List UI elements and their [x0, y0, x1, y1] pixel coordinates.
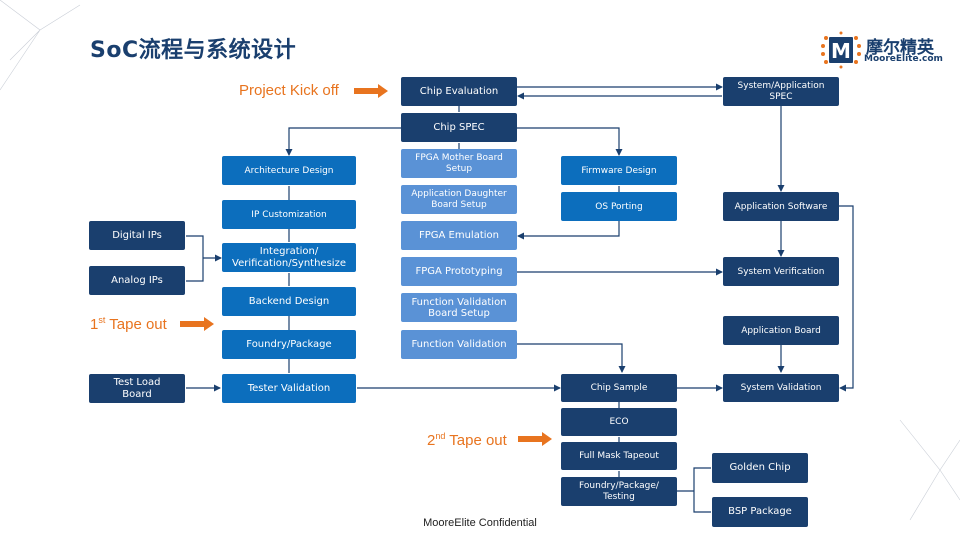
- node-application-software[interactable]: Application Software: [723, 192, 839, 221]
- node-app-daughter-board[interactable]: Application Daughter Board Setup: [401, 185, 517, 214]
- node-firmware-design[interactable]: Firmware Design: [561, 156, 677, 185]
- logo-brand: 摩尔精英: [866, 38, 934, 58]
- connector-ips-to-integration: [186, 235, 221, 282]
- logo-mark-letter: M: [831, 39, 851, 63]
- node-bsp-package[interactable]: BSP Package: [712, 497, 808, 527]
- node-function-validation-board[interactable]: Function Validation Board Setup: [401, 293, 517, 322]
- node-fpga-mother-board[interactable]: FPGA Mother Board Setup: [401, 149, 517, 178]
- node-system-spec[interactable]: System/Application SPEC: [723, 77, 839, 106]
- page-title: SoC流程与系统设计: [90, 38, 297, 63]
- connector-foundry-to-outputs: [677, 467, 711, 513]
- connector-chipspec-right: [517, 127, 623, 156]
- node-system-validation[interactable]: System Validation: [723, 374, 839, 402]
- node-golden-chip[interactable]: Golden Chip: [712, 453, 808, 483]
- node-digital-ips[interactable]: Digital IPs: [89, 221, 185, 250]
- bg-network-decoration: [0, 0, 960, 521]
- tapeout1-arrow-icon: [180, 317, 214, 331]
- node-tester-validation[interactable]: Tester Validation: [222, 374, 356, 403]
- node-fpga-prototyping[interactable]: FPGA Prototyping: [401, 257, 517, 286]
- node-analog-ips[interactable]: Analog IPs: [89, 266, 185, 295]
- node-chip-spec[interactable]: Chip SPEC: [401, 113, 517, 142]
- connector-chipspec-left: [285, 127, 401, 156]
- node-chip-sample[interactable]: Chip Sample: [561, 374, 677, 402]
- node-ip-customization[interactable]: IP Customization: [222, 200, 356, 229]
- node-eco[interactable]: ECO: [561, 408, 677, 436]
- moore-elite-logo-icon: M: [821, 31, 861, 69]
- node-full-mask-tapeout[interactable]: Full Mask Tapeout: [561, 442, 677, 470]
- tapeout2-label: 2nd Tape out: [427, 431, 507, 449]
- node-chip-evaluation[interactable]: Chip Evaluation: [401, 77, 517, 106]
- kickoff-arrow-icon: [354, 84, 388, 98]
- node-integration[interactable]: Integration/ Verification/Synthesize: [222, 243, 356, 272]
- node-os-porting[interactable]: OS Porting: [561, 192, 677, 221]
- kickoff-label: Project Kick off: [239, 82, 339, 99]
- connector-os-to-emu: [517, 221, 620, 240]
- node-application-board[interactable]: Application Board: [723, 316, 839, 345]
- tapeout2-arrow-icon: [518, 432, 552, 446]
- node-foundry-package[interactable]: Foundry/Package: [222, 330, 356, 359]
- node-architecture-design[interactable]: Architecture Design: [222, 156, 356, 185]
- node-function-validation[interactable]: Function Validation: [401, 330, 517, 359]
- connector-appsw-to-sysval: [839, 205, 854, 392]
- connector-funcval-to-sample: [517, 343, 626, 373]
- footer-confidential: MooreElite Confidential: [423, 517, 537, 529]
- node-backend-design[interactable]: Backend Design: [222, 287, 356, 316]
- node-test-load-board[interactable]: Test Load Board: [89, 374, 185, 403]
- node-foundry-package-testing[interactable]: Foundry/Package/ Testing: [561, 477, 677, 506]
- logo-url: MooreElite.com: [864, 54, 943, 64]
- node-system-verification[interactable]: System Verification: [723, 257, 839, 286]
- tapeout1-label: 1st Tape out: [90, 315, 167, 333]
- node-fpga-emulation[interactable]: FPGA Emulation: [401, 221, 517, 250]
